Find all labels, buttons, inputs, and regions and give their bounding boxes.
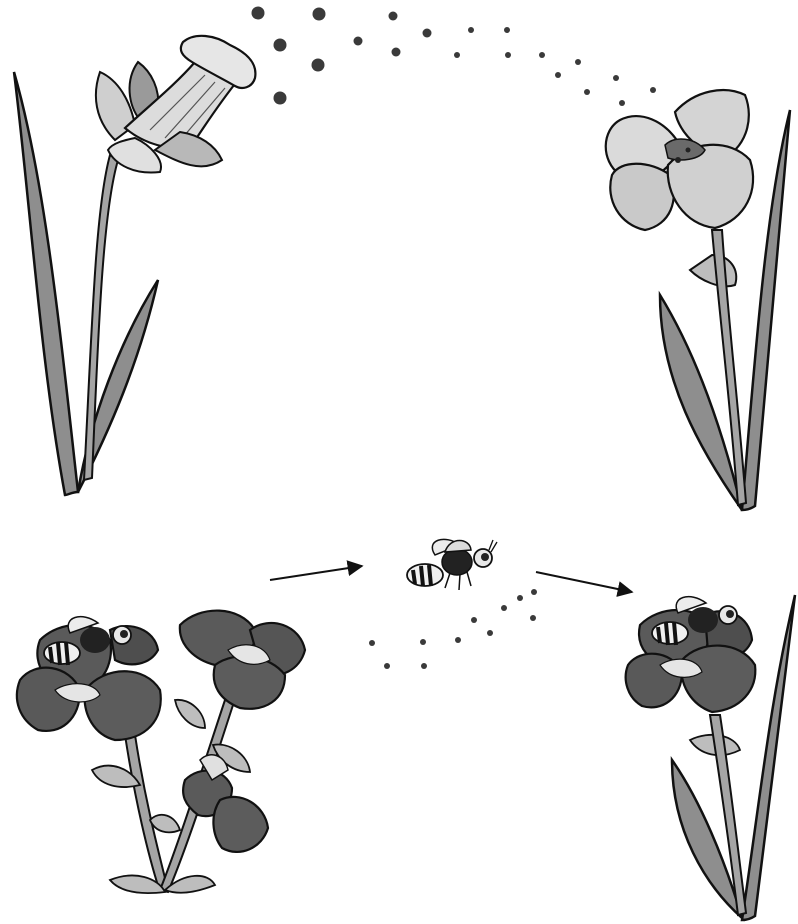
pollen-grain	[421, 663, 427, 669]
pansy-cluster	[17, 611, 305, 894]
tulip-petal-front-left	[610, 164, 674, 230]
pollen-grain	[471, 617, 477, 623]
pollen-grain	[354, 37, 363, 46]
pollen-grain	[501, 605, 507, 611]
insect-pollen-trail	[369, 589, 537, 669]
pollen-grain	[389, 12, 398, 21]
pollen-grain	[619, 100, 625, 106]
pansy-single-petal	[681, 646, 755, 712]
pansy-flower	[180, 611, 305, 709]
pollen-grain	[613, 75, 619, 81]
pollen-grain	[420, 639, 426, 645]
pollen-grain	[575, 59, 581, 65]
pollen-grain	[252, 7, 265, 20]
pollen-grain	[531, 589, 537, 595]
arrow-flowers-to-bee	[270, 566, 362, 580]
pollen-grain	[369, 640, 375, 646]
pollen-grain	[384, 663, 390, 669]
pollen-grain	[455, 637, 461, 643]
pollen-grain	[468, 27, 474, 33]
pollen-grain	[423, 29, 432, 38]
pollen-grain	[274, 92, 287, 105]
pollen-grain	[454, 52, 460, 58]
pollen-grain	[650, 87, 656, 93]
pansy-cluster-stem	[125, 735, 168, 892]
tulip-pollen-dot	[686, 148, 691, 153]
wind-pollen-trail	[252, 7, 657, 107]
pansy-cluster-leaf	[175, 700, 205, 728]
pollen-grain	[505, 52, 511, 58]
daffodil-leaf-left	[14, 72, 78, 495]
pollen-grain	[487, 630, 493, 636]
pollen-grain	[555, 72, 561, 78]
pollen-grain	[313, 8, 326, 21]
pollen-grain	[274, 39, 287, 52]
pollen-grain	[504, 27, 510, 33]
pansy-cluster-leaf	[150, 815, 180, 833]
tulip-small-leaf	[690, 255, 736, 286]
pollen-grain	[530, 615, 536, 621]
pollen-grain	[312, 59, 325, 72]
pollen-grain	[584, 89, 590, 95]
pollen-grain	[539, 52, 545, 58]
pansy-flower	[183, 755, 268, 852]
daffodil-flower	[14, 36, 255, 495]
pollen-grain	[517, 595, 523, 601]
tulip-pollen-dot	[675, 157, 681, 163]
tulip-flower	[606, 90, 790, 510]
pollen-grain	[392, 48, 401, 57]
bee-icon	[407, 539, 497, 590]
pansy-single	[626, 595, 795, 920]
arrow-bee-to-flower	[536, 572, 632, 592]
